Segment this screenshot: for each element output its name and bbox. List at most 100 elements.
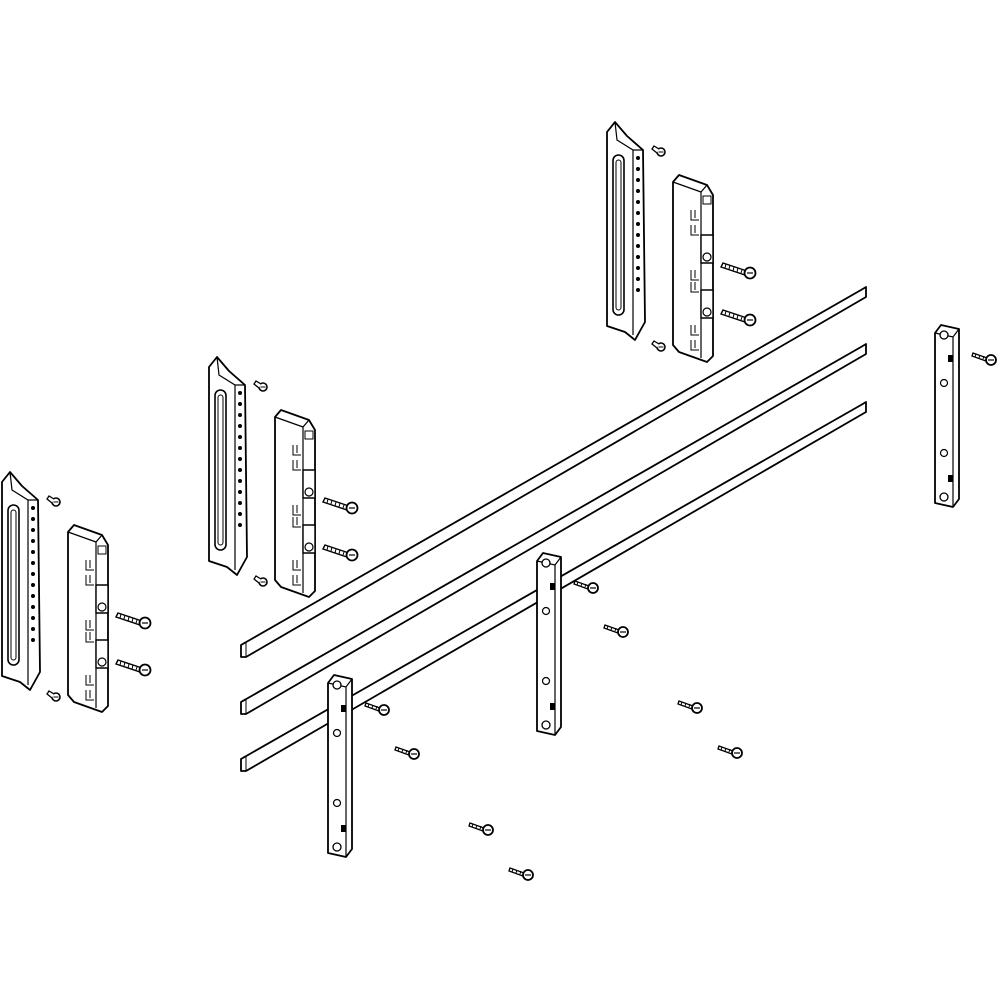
strip-hole [542, 721, 550, 729]
strip-hole [940, 331, 948, 339]
strip-screw [469, 823, 493, 835]
strip-screw [972, 353, 996, 365]
mount-hole [31, 561, 35, 565]
busbar [241, 344, 866, 714]
long-screw-icon [720, 309, 757, 327]
terminal-mark [341, 705, 346, 712]
mount-hole [636, 288, 640, 292]
mount-hole [238, 523, 242, 527]
strip-body [537, 553, 561, 735]
bracket-set [607, 122, 757, 362]
mount-hole [31, 506, 35, 510]
comb-holder [68, 525, 108, 712]
connector-strips [328, 325, 1000, 880]
connector-strip [935, 325, 1000, 530]
mount-hole [238, 457, 242, 461]
strip-hole [543, 608, 550, 615]
strip-hole [941, 450, 948, 457]
mount-hole [238, 402, 242, 406]
strip-screw [574, 581, 598, 593]
strip-screw [604, 625, 628, 637]
connector-strip [537, 553, 742, 758]
small-screw-icon [651, 340, 666, 352]
connector-strip [328, 675, 533, 880]
mount-hole [636, 244, 640, 248]
small-screw-icon [46, 690, 61, 702]
comb-tooth [293, 505, 301, 515]
strip-hole [334, 730, 341, 737]
slot [8, 505, 19, 665]
mount-hole [238, 446, 242, 450]
mount-hole [31, 616, 35, 620]
comb-tooth [86, 690, 94, 700]
mount-hole [636, 156, 640, 160]
mount-hole [238, 501, 242, 505]
mount-hole [636, 200, 640, 204]
terminal-mark [550, 583, 555, 590]
small-screw-icon [253, 380, 268, 392]
comb-tooth [691, 340, 699, 350]
mount-hole [31, 594, 35, 598]
comb-tooth [86, 575, 94, 585]
angle-bracket [607, 122, 645, 340]
bracket-set [2, 472, 152, 712]
strip-screw [678, 701, 702, 713]
strip-hole [542, 559, 550, 567]
comb-tooth [691, 282, 699, 292]
mount-hole [238, 435, 242, 439]
mount-hole [636, 277, 640, 281]
strip-hole [333, 843, 341, 851]
comb-holder [275, 410, 315, 597]
mount-hole [636, 222, 640, 226]
slot [215, 390, 226, 550]
comb-tooth [86, 632, 94, 642]
mount-hole [636, 167, 640, 171]
mount-hole [636, 233, 640, 237]
mount-hole [238, 413, 242, 417]
comb-tooth [86, 675, 94, 685]
strip-hole [940, 493, 948, 501]
bracket-sets [2, 122, 757, 712]
slot [613, 155, 624, 315]
terminal-mark [948, 475, 953, 482]
angle-bracket [2, 472, 40, 690]
mount-hole [636, 189, 640, 193]
mount-hole [238, 468, 242, 472]
mount-hole [238, 479, 242, 483]
mount-hole [31, 583, 35, 587]
strip-screw [395, 747, 419, 759]
mount-hole [31, 627, 35, 631]
mount-hole [636, 178, 640, 182]
comb-tooth [293, 517, 301, 527]
strip-body [935, 325, 959, 507]
strip-hole [334, 800, 341, 807]
long-screw-icon [322, 544, 359, 562]
mount-hole [31, 528, 35, 532]
mount-hole [636, 266, 640, 270]
mount-hole [31, 572, 35, 576]
small-screw-icon [46, 495, 61, 507]
comb-holder [673, 175, 713, 362]
busbar [241, 287, 866, 657]
long-screw-icon [322, 497, 359, 515]
long-screw-icon [115, 612, 152, 630]
comb-tooth [293, 560, 301, 570]
comb-tooth [293, 575, 301, 585]
mount-hole [31, 550, 35, 554]
terminal-mark [341, 825, 346, 832]
terminal-mark [550, 703, 555, 710]
strip-screw [718, 746, 742, 758]
comb-tooth [691, 270, 699, 280]
angle-bracket [209, 357, 247, 575]
bracket-set [209, 357, 359, 597]
mount-hole [636, 255, 640, 259]
mount-hole [238, 490, 242, 494]
comb-tooth [86, 560, 94, 570]
comb-tooth [691, 210, 699, 220]
long-screw-icon [115, 659, 152, 677]
terminal-mark [948, 355, 953, 362]
comb-tooth [86, 620, 94, 630]
mount-hole [238, 512, 242, 516]
mount-hole [31, 539, 35, 543]
